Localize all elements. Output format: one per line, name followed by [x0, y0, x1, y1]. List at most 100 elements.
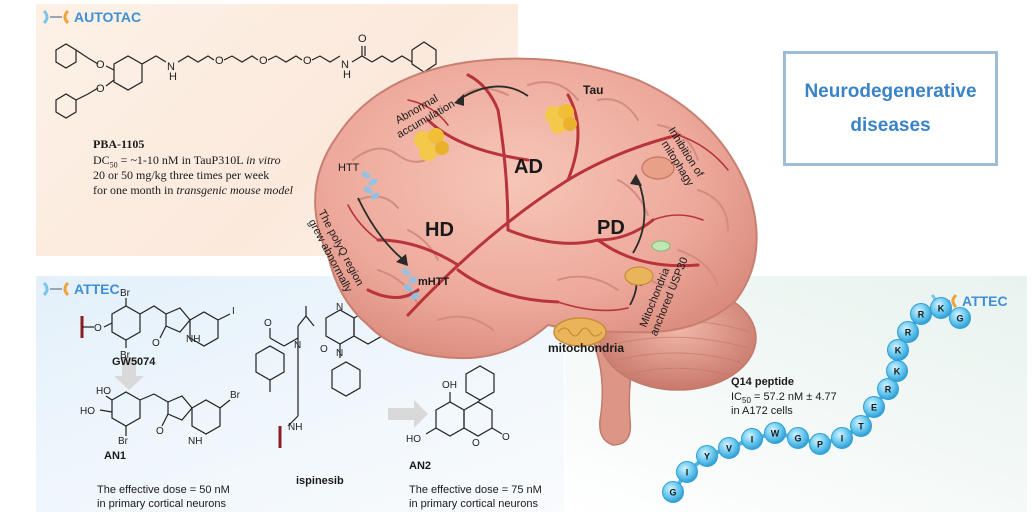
peptide-residue: G	[787, 427, 809, 449]
attec-left-badge-label: ATTEC	[74, 281, 120, 297]
atom-o: O	[259, 55, 268, 67]
pba1105-dose-line1: 20 or 50 mg/kg three times per week	[93, 168, 270, 182]
peptide-residue: V	[718, 437, 740, 459]
pba1105-label: PBA-1105	[93, 137, 145, 151]
peptide-residue-label: G	[669, 488, 676, 498]
mhtt-protein	[401, 268, 420, 300]
ic50-prefix: IC	[731, 391, 742, 403]
hd-label: HD	[425, 219, 454, 241]
atom-nh: NH	[188, 436, 202, 447]
atom-o: O	[472, 438, 480, 449]
atom-n: N	[167, 61, 175, 73]
atom-nh: NH	[186, 334, 200, 345]
atom-o: O	[320, 344, 328, 355]
peptide-residue: E	[863, 396, 885, 418]
peptide-residue-label: G	[956, 314, 963, 324]
peptide-residue: R	[897, 321, 919, 343]
q14-ic50: IC50 = 57.2 nM ± 4.77	[731, 391, 837, 405]
tau-label: Tau	[583, 83, 603, 97]
autotac-badge-label: AUTOTAC	[74, 9, 142, 25]
title-line2: diseases	[850, 114, 931, 136]
peptide-residue: K	[930, 297, 952, 319]
tau-aggregate	[545, 104, 577, 134]
atom-o: O	[96, 83, 105, 95]
atom-ho: HO	[96, 386, 111, 397]
peptide-residue-label: W	[771, 429, 780, 439]
an2-label: AN2	[409, 460, 432, 472]
peptide-residue-label: E	[871, 403, 877, 413]
peptide-residue: K	[886, 360, 908, 382]
atom-o: O	[152, 338, 160, 349]
atom-h: H	[169, 71, 177, 83]
peptide-residue-label: I	[686, 468, 689, 478]
peptide-residue: R	[910, 303, 932, 325]
atom-ho: HO	[406, 434, 421, 445]
atom-h: H	[343, 69, 351, 81]
atom-ho: HO	[80, 406, 95, 417]
htt-label: HTT	[338, 162, 360, 174]
peptide-residue: G	[949, 307, 971, 329]
atom-i: I	[232, 306, 235, 317]
peptide-residue: K	[887, 339, 909, 361]
peptide-residue-label: V	[726, 444, 732, 454]
mitochondria-graphic	[553, 317, 607, 347]
atom-nh: NH	[288, 422, 302, 433]
peptide-residue: T	[850, 415, 872, 437]
peptide-residue-label: G	[794, 434, 801, 444]
linker-icon	[42, 281, 70, 297]
attec-left-badge: ATTEC	[42, 281, 120, 297]
cerebrum	[314, 57, 758, 360]
peptide-residue-label: I	[751, 435, 754, 445]
abnormal-accumulation-aggregate	[414, 128, 449, 161]
ad-label: AD	[514, 156, 543, 178]
atom-n: N	[336, 348, 343, 359]
q14-cells: in A172 cells	[731, 405, 793, 417]
peptide-residue-label: R	[885, 385, 892, 395]
usp30-marker	[651, 240, 671, 252]
an1-dose-line2: in primary cortical neurons	[97, 498, 226, 510]
an2-dose-line1: The effective dose = 75 nM	[409, 484, 542, 496]
mitochondria-label: mitochondria	[548, 341, 624, 355]
peptide-residue: I	[676, 461, 698, 483]
ic50-value: = 57.2 nM ± 4.77	[750, 391, 837, 403]
dc-value: = ~1-10 nM in TauP310L	[117, 153, 247, 167]
an1-dose-line1: The effective dose = 50 nM	[97, 484, 230, 496]
attec-right-badge-label: ATTEC	[962, 293, 1008, 309]
pba1105-dc50: DC50 = ~1-10 nM in TauP310L in vitro	[93, 153, 281, 169]
atom-o: O	[215, 55, 224, 67]
pba1105-structure: O O N H O O O N H O	[55, 33, 437, 119]
dc-prefix: DC	[93, 153, 110, 167]
dose-prefix: for one month in	[93, 183, 177, 197]
peptide-residue: R	[877, 378, 899, 400]
peptide-residue: I	[831, 427, 853, 449]
peptide-residue: G	[662, 481, 684, 503]
autotac-badge: AUTOTAC	[42, 9, 141, 25]
atom-br: Br	[230, 390, 241, 401]
peptide-residue-label: K	[895, 346, 902, 356]
atom-br: Br	[120, 288, 131, 299]
ic50-sub: 50	[742, 396, 751, 406]
atom-br: Br	[120, 350, 131, 361]
atom-o: O	[96, 59, 105, 71]
atom-o: O	[264, 318, 272, 329]
peptide-residue-label: K	[938, 304, 945, 314]
atom-o: O	[303, 55, 312, 67]
peptide-residue-label: R	[918, 310, 925, 320]
peptide-residue-label: Y	[704, 452, 710, 462]
atom-n: N	[336, 302, 343, 313]
peptide-residue: W	[764, 422, 786, 444]
peptide-residue-label: T	[858, 422, 864, 432]
atom-o: O	[358, 33, 367, 45]
an1-label: AN1	[104, 450, 127, 462]
peptide-residue-label: I	[841, 434, 844, 444]
pba1105-dose-line2: for one month in transgenic mouse model	[93, 183, 293, 198]
pd-label: PD	[597, 217, 625, 239]
mhtt-label: mHTT	[418, 276, 449, 288]
ispinesib-label: ispinesib	[296, 475, 344, 487]
dc-italic: in vitro	[246, 153, 281, 167]
peptide-residue: P	[809, 433, 831, 455]
atom-n: N	[294, 340, 301, 351]
atom-o: O	[156, 426, 164, 437]
atom-br: Br	[118, 436, 129, 447]
